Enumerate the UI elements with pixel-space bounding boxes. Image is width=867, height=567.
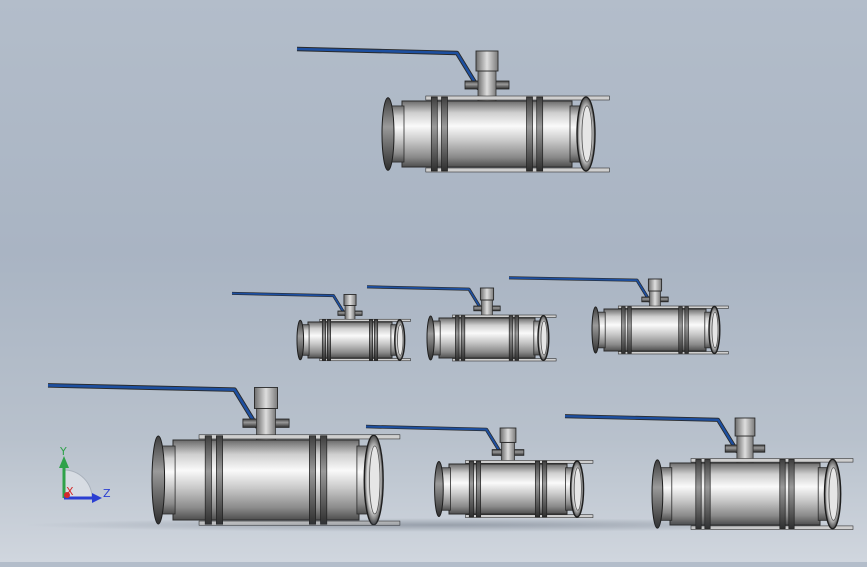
body-collar — [678, 306, 683, 354]
bore-inner — [397, 324, 404, 356]
handle-lever[interactable] — [296, 46, 481, 91]
ball-valve-3[interactable] — [366, 285, 557, 362]
body-collar — [779, 459, 786, 529]
body-collar — [460, 315, 466, 361]
body-collar — [327, 319, 332, 361]
valve-body — [603, 308, 707, 352]
handle-lever[interactable] — [366, 285, 484, 312]
valve-body — [438, 317, 536, 359]
bore-inner — [369, 445, 381, 515]
flange-left — [381, 97, 395, 171]
body-collar — [468, 460, 474, 518]
body-collar — [542, 460, 548, 518]
axis-triad: Y Z X — [59, 445, 111, 503]
stem-nut — [647, 278, 663, 292]
y-arrowhead — [59, 456, 69, 468]
body-collar — [430, 96, 438, 172]
flange-left — [296, 319, 305, 361]
bore-inner — [828, 467, 839, 521]
body-collar — [695, 459, 702, 529]
valve-body — [669, 462, 821, 526]
bolt-rail-bottom — [425, 167, 610, 173]
handle-lever[interactable] — [508, 276, 652, 303]
ball-valve-2[interactable] — [231, 291, 411, 362]
bore-inner — [540, 320, 548, 356]
handle-lever[interactable] — [564, 414, 740, 454]
handle-lever[interactable] — [231, 291, 347, 317]
ball-valve-6[interactable] — [365, 424, 594, 518]
floor-shadow — [20, 518, 860, 532]
body-collar — [475, 460, 482, 518]
body-collar — [455, 315, 460, 361]
stem-nut — [475, 50, 499, 72]
bolt-rail-top — [617, 305, 729, 309]
body-collar — [204, 435, 212, 525]
body-collar — [320, 435, 328, 525]
ball-valve-4[interactable] — [508, 276, 729, 355]
body-collar — [621, 306, 626, 354]
bore-inner — [573, 467, 582, 511]
bolt-rail-bottom — [690, 525, 854, 530]
ball-valve-7[interactable] — [564, 414, 854, 530]
handle-lever[interactable] — [47, 383, 260, 429]
stem-nut — [479, 287, 495, 301]
body-collar — [627, 306, 632, 354]
bolt-rail-bottom — [319, 358, 411, 362]
body-collar — [536, 96, 544, 172]
flange-left — [426, 315, 435, 361]
bolt-rail-top — [690, 458, 854, 463]
x-axis-dot — [64, 492, 70, 498]
body-collar — [704, 459, 711, 529]
valve-body — [448, 463, 568, 515]
flange-left — [151, 435, 166, 525]
flange-left — [591, 306, 600, 354]
body-collar — [309, 435, 317, 525]
valve-body — [401, 100, 573, 168]
bore-inner — [711, 311, 719, 349]
stem-nut — [343, 294, 357, 306]
bolt-rail-bottom — [198, 520, 401, 526]
ball-valve-1[interactable] — [296, 46, 610, 173]
y-axis-label: Y — [59, 445, 67, 458]
handle-lever[interactable] — [365, 424, 504, 457]
flange-left — [434, 461, 444, 517]
body-collar — [216, 435, 224, 525]
bolt-rail-top — [198, 434, 401, 440]
bolt-rail-top — [452, 314, 557, 318]
bolt-rail-bottom — [617, 351, 729, 355]
body-collar — [534, 460, 541, 518]
body-collar — [441, 96, 448, 172]
stem-nut — [734, 417, 756, 437]
body-collar — [526, 96, 533, 172]
valve-body — [172, 439, 360, 521]
body-collar — [374, 319, 379, 361]
stem-nut — [499, 427, 517, 443]
body-collar — [788, 459, 795, 529]
x-axis-label: X — [66, 485, 74, 498]
stem-nut — [253, 387, 278, 409]
body-collar — [684, 306, 689, 354]
body-collar — [321, 319, 326, 361]
bolt-rail-top — [425, 95, 610, 101]
flange-left — [651, 459, 664, 529]
bolt-rail-bottom — [465, 514, 594, 518]
bolt-rail-bottom — [452, 358, 557, 362]
bolt-rail-top — [465, 460, 594, 464]
body-collar — [369, 319, 374, 361]
z-arrowhead — [92, 493, 102, 503]
bore-inner — [581, 105, 593, 163]
ball-valve-5[interactable] — [47, 383, 401, 526]
body-collar — [508, 315, 514, 361]
valve-body — [307, 321, 393, 359]
bolt-rail-top — [319, 318, 411, 322]
body-collar — [514, 315, 519, 361]
z-axis-label: Z — [103, 487, 111, 500]
